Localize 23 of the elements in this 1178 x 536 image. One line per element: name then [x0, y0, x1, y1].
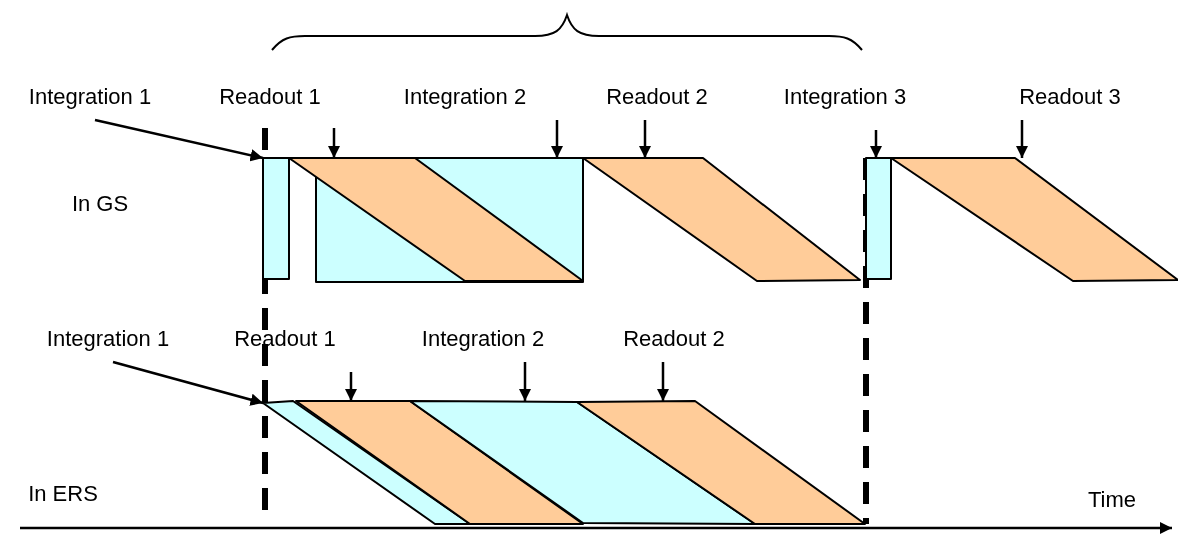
leader-arrow: [94, 118, 264, 162]
stage-label: Integration 2: [403, 85, 527, 109]
leader-arrow: [112, 360, 264, 406]
stage-label: Integration 3: [783, 85, 907, 109]
stage-label: Readout 3: [1019, 85, 1121, 109]
leader-arrow: [638, 120, 652, 158]
leader-arrow: [518, 362, 532, 401]
stage-label: Readout 1: [234, 327, 336, 351]
stage-label: Integration 1: [28, 85, 152, 109]
leader-arrow: [550, 120, 564, 158]
stage-label: Integration 2: [421, 327, 545, 351]
stage-label: Readout 2: [623, 327, 725, 351]
leader-arrow: [869, 130, 883, 158]
leader-arrow: [1015, 120, 1029, 158]
row-label: In ERS: [28, 482, 98, 506]
leader-arrow: [344, 372, 358, 401]
stage-label: Integration 1: [46, 327, 170, 351]
axis-label: Time: [1087, 488, 1137, 512]
leader-arrow: [327, 128, 341, 158]
stage-label: Readout 2: [606, 85, 708, 109]
row-label: In GS: [71, 192, 129, 216]
stage-label: Readout 1: [219, 85, 321, 109]
leader-arrow: [656, 362, 670, 401]
